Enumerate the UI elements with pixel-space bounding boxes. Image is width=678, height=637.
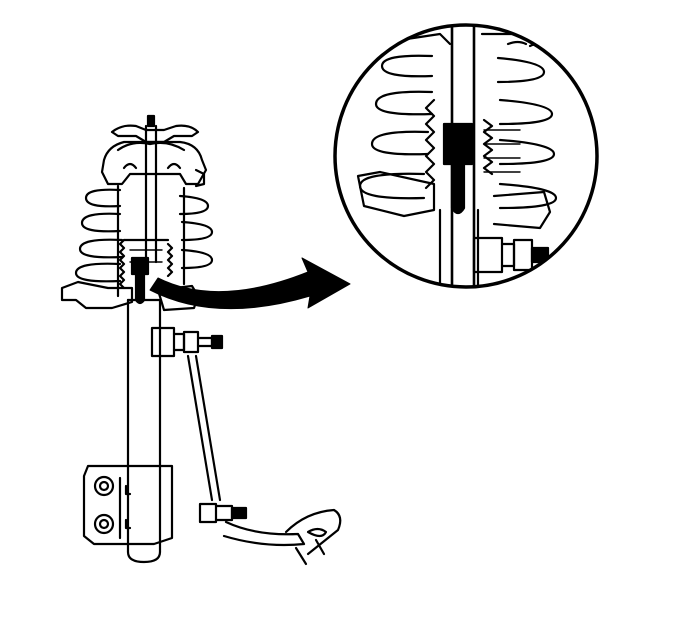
- strut-assembly: [60, 114, 342, 566]
- inset-jounce-bumper: [442, 122, 474, 215]
- strut-body: [126, 298, 162, 564]
- piston-rod: [144, 124, 158, 264]
- stabilizer-link-bracket: [150, 326, 224, 358]
- detail-inset: [333, 23, 599, 289]
- curved-arrow: [149, 257, 351, 310]
- dust-boot: [118, 238, 174, 290]
- inset-dust-boot: [424, 98, 521, 190]
- stabilizer-bar: [198, 502, 342, 566]
- jounce-bumper: [130, 256, 150, 305]
- inset-stabilizer-link-nut: [472, 236, 550, 274]
- spring-seat: [60, 280, 134, 310]
- coil-spring: [74, 184, 214, 298]
- knuckle-bracket: [82, 464, 174, 546]
- upper-mount: [100, 114, 208, 188]
- stabilizer-link: [186, 354, 222, 502]
